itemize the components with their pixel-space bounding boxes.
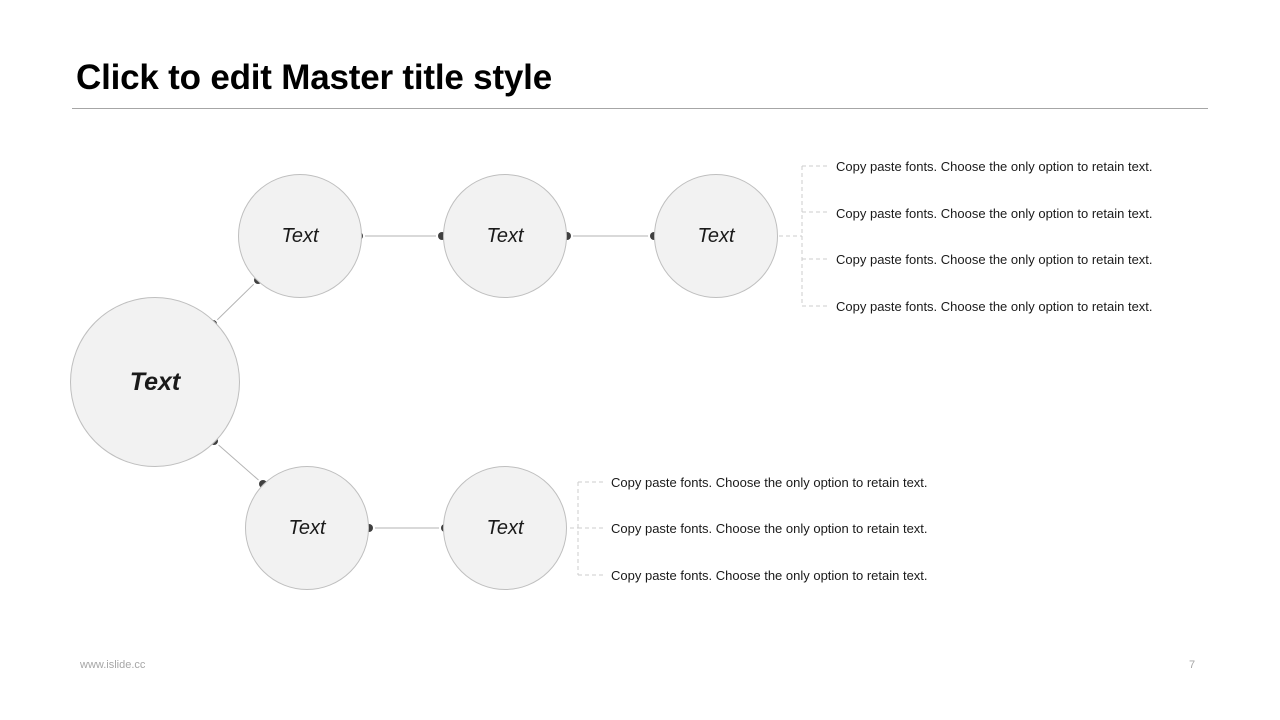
bullet-item[interactable]: Copy paste fonts. Choose the only option…	[836, 252, 1153, 267]
node-top-1[interactable]: Text	[238, 174, 362, 298]
node-hub-label: Text	[129, 367, 181, 396]
title-divider	[72, 108, 1208, 109]
node-bottom-2-label: Text	[486, 517, 524, 539]
node-top-3[interactable]: Text	[654, 174, 778, 298]
node-top-2[interactable]: Text	[443, 174, 567, 298]
bullet-item[interactable]: Copy paste fonts. Choose the only option…	[836, 159, 1153, 174]
footer-url[interactable]: www.islide.cc	[80, 659, 146, 671]
bullet-item[interactable]: Copy paste fonts. Choose the only option…	[611, 521, 928, 536]
node-top-3-label: Text	[697, 225, 735, 247]
bullet-item[interactable]: Copy paste fonts. Choose the only option…	[611, 568, 928, 583]
connector-hub-to-top	[212, 279, 259, 325]
node-hub[interactable]: Text	[70, 297, 240, 467]
node-bottom-1-label: Text	[288, 517, 326, 539]
connector-hub-to-bottom	[213, 440, 264, 485]
page-number: 7	[1189, 659, 1196, 671]
node-top-1-label: Text	[281, 225, 319, 247]
node-top-2-label: Text	[486, 225, 524, 247]
bullet-item[interactable]: Copy paste fonts. Choose the only option…	[836, 299, 1153, 314]
node-bottom-2[interactable]: Text	[443, 466, 567, 590]
bullet-item[interactable]: Copy paste fonts. Choose the only option…	[611, 475, 928, 490]
bullet-item[interactable]: Copy paste fonts. Choose the only option…	[836, 206, 1153, 221]
node-bottom-1[interactable]: Text	[245, 466, 369, 590]
page-title[interactable]: Click to edit Master title style	[76, 58, 552, 97]
